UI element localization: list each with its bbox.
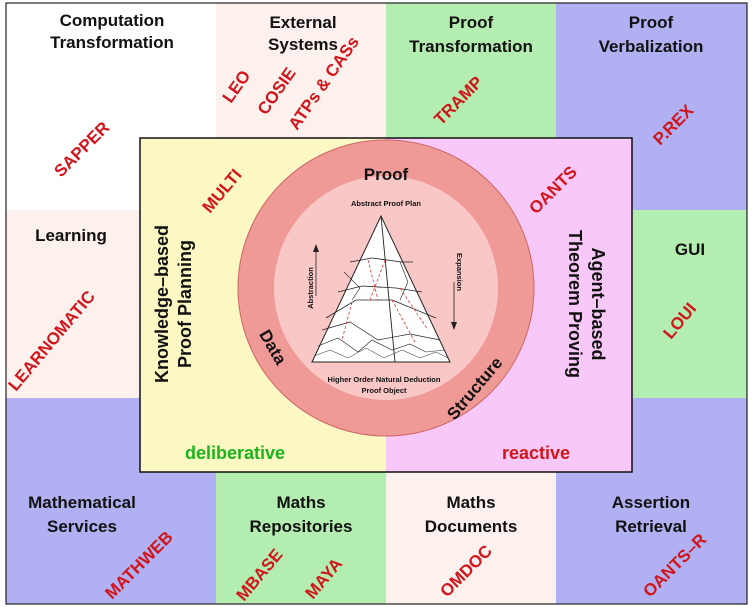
svg-text:Learning: Learning <box>35 226 107 245</box>
svg-text:Services: Services <box>47 517 117 536</box>
abstraction-label: Abstraction <box>306 267 315 309</box>
svg-text:Proof Planning: Proof Planning <box>175 240 195 368</box>
svg-text:Mathematical: Mathematical <box>28 493 136 512</box>
cell-bg-maths-documents <box>386 472 556 604</box>
center-panel-border <box>139 137 633 473</box>
svg-text:Transformation: Transformation <box>409 37 533 56</box>
center-panel: Proof Data Structure Abstract Proof Pla <box>139 137 633 473</box>
knowledge-based-proof-planning-label: Knowledge–based Proof Planning <box>152 225 195 383</box>
cell-bg-external <box>216 3 386 138</box>
proof-object-label: Proof Object <box>361 386 407 395</box>
cell-bg-gui <box>632 210 747 398</box>
svg-text:Assertion: Assertion <box>612 493 690 512</box>
expansion-label: Expansion <box>455 253 464 291</box>
reactive-label: reactive <box>502 443 570 463</box>
svg-text:Proof: Proof <box>629 13 674 32</box>
svg-text:Documents: Documents <box>425 517 518 536</box>
cell-bg-maths-repositories <box>216 472 386 604</box>
abstract-proof-plan-label: Abstract Proof Plan <box>351 199 421 208</box>
svg-text:Proof: Proof <box>449 13 494 32</box>
svg-text:Agent–based: Agent–based <box>588 247 608 360</box>
svg-text:Computation: Computation <box>60 11 165 30</box>
deliberative-label: deliberative <box>185 443 285 463</box>
cell-bg-learning <box>6 210 140 398</box>
svg-text:Transformation: Transformation <box>50 33 174 52</box>
svg-text:Maths: Maths <box>446 493 495 512</box>
svg-text:Theorem Proving: Theorem Proving <box>565 230 585 378</box>
ring-word-proof: Proof <box>364 165 409 184</box>
svg-text:Knowledge–based: Knowledge–based <box>152 225 172 383</box>
svg-text:Repositories: Repositories <box>250 517 353 536</box>
higher-order-nd-label: Higher Order Natural Deduction <box>328 375 441 384</box>
svg-text:Retrieval: Retrieval <box>615 517 687 536</box>
outer-grid <box>5 2 748 605</box>
proof-plan-pyramid <box>311 214 457 363</box>
cell-bg-proof-transformation <box>386 3 556 138</box>
svg-text:Systems: Systems <box>268 35 338 54</box>
svg-text:GUI: GUI <box>675 240 705 259</box>
agent-based-theorem-proving-label: Agent–based Theorem Proving <box>565 230 608 378</box>
svg-text:Maths: Maths <box>276 493 325 512</box>
outer-border <box>5 2 748 605</box>
svg-text:External: External <box>269 13 336 32</box>
svg-text:Verbalization: Verbalization <box>599 37 704 56</box>
